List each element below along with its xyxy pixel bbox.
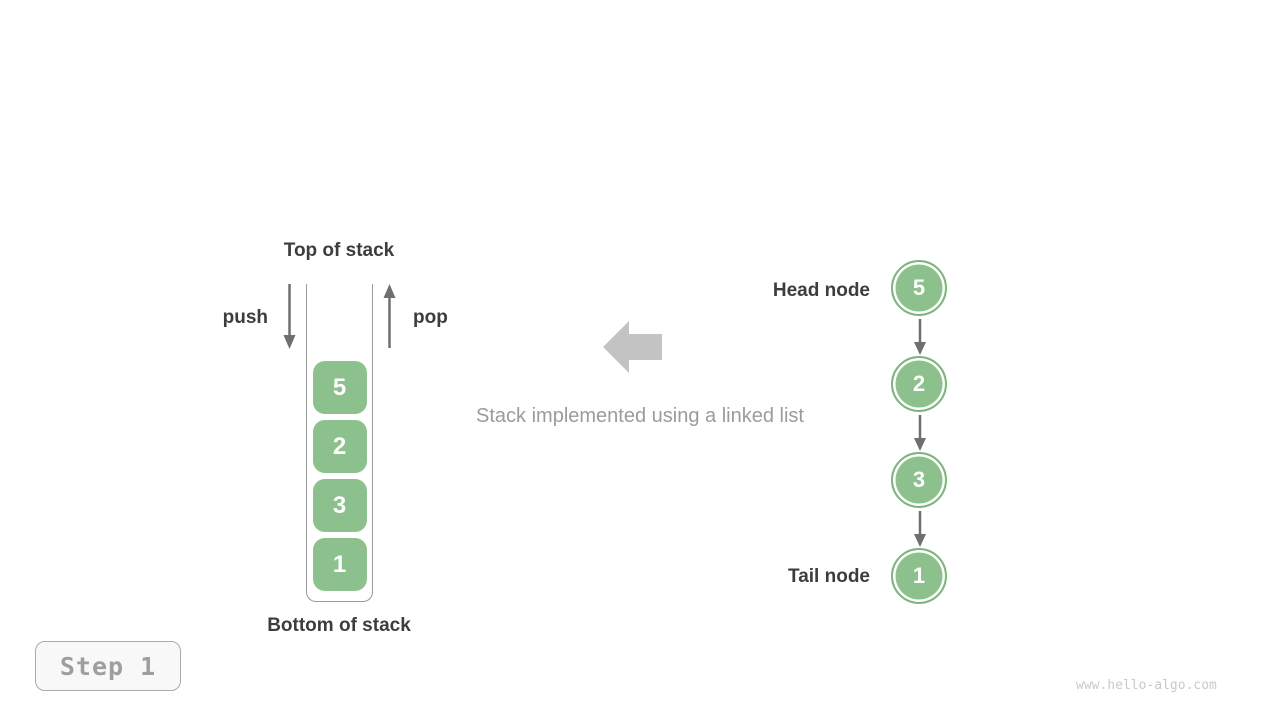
- stack-item: 1: [312, 538, 367, 591]
- push-label: push: [222, 307, 268, 328]
- watermark-text: www.hello-algo.com: [1076, 678, 1217, 693]
- stack-item: 5: [312, 361, 367, 414]
- list-node: 5: [891, 260, 947, 316]
- stack-item: 3: [312, 479, 367, 532]
- head-node-label: Head node: [772, 280, 870, 301]
- stack-item: 2: [312, 420, 367, 473]
- list-node: 1: [891, 548, 947, 604]
- list-node: 3: [891, 452, 947, 508]
- tail-node-label: Tail node: [788, 566, 870, 587]
- top-of-stack-label: Top of stack: [283, 240, 395, 261]
- pop-label: pop: [413, 307, 448, 328]
- list-node: 2: [891, 356, 947, 412]
- stack-container: 5 2 3 1: [306, 284, 373, 602]
- caption-text: Stack implemented using a linked list: [476, 405, 804, 427]
- push-arrow-icon: [283, 284, 296, 349]
- list-link-arrow-icon: [914, 511, 926, 547]
- step-badge: Step 1: [35, 641, 181, 691]
- list-link-arrow-icon: [914, 319, 926, 355]
- left-block-arrow-icon: [603, 321, 662, 373]
- bottom-of-stack-label: Bottom of stack: [267, 615, 411, 636]
- pop-arrow-icon: [383, 284, 396, 348]
